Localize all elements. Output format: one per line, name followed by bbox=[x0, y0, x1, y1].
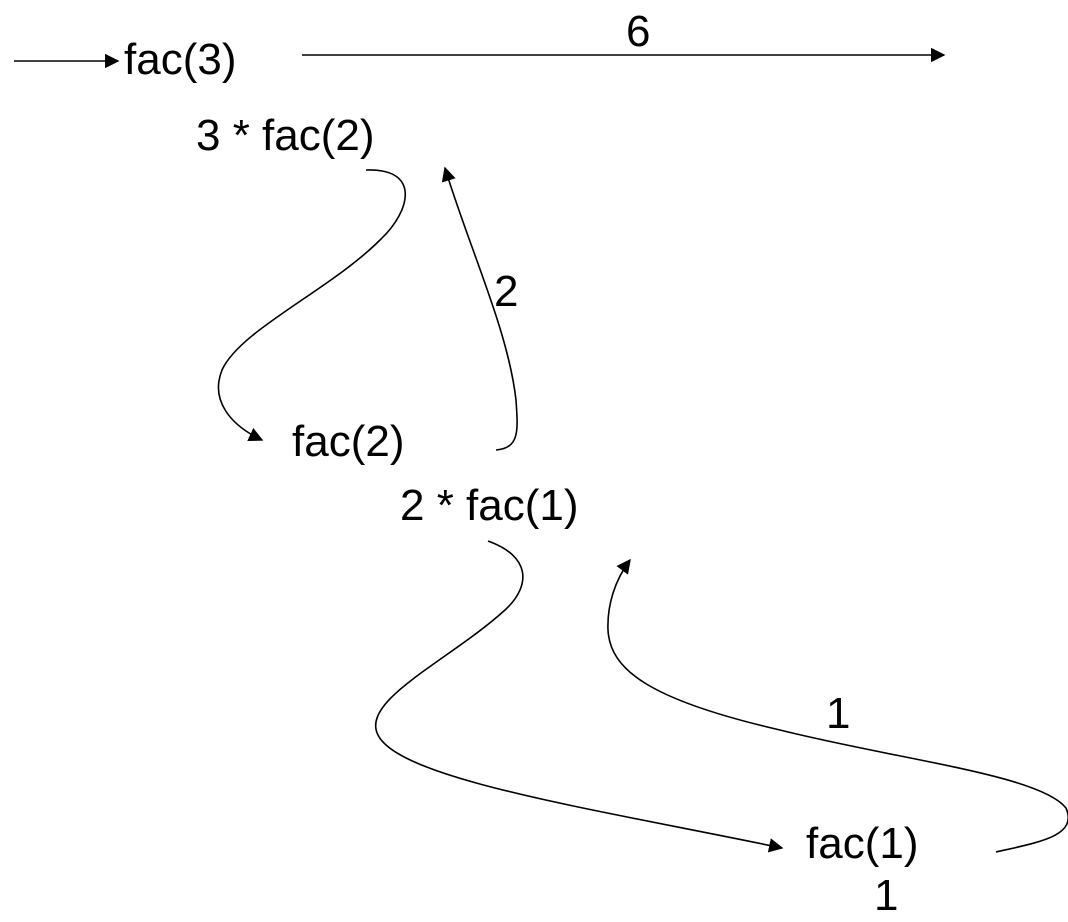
expr-3-fac2-label: 3 * fac(2) bbox=[196, 111, 375, 160]
call-fac2-label: fac(2) bbox=[292, 417, 405, 466]
call-arrow-fac1 bbox=[374, 540, 784, 853]
expr-2-fac1-label: 2 * fac(1) bbox=[400, 481, 579, 530]
return-value-1-label: 1 bbox=[826, 689, 851, 738]
base-case-result-label: 1 bbox=[874, 871, 899, 920]
call-fac3-label: fac(3) bbox=[124, 35, 237, 84]
return-value-2-label: 2 bbox=[494, 267, 519, 316]
call-fac1-label: fac(1) bbox=[806, 819, 919, 868]
call-arrow-fac2 bbox=[217, 169, 407, 442]
return-arrow-fac2 bbox=[441, 166, 518, 451]
result-6-label: 6 bbox=[626, 7, 651, 56]
